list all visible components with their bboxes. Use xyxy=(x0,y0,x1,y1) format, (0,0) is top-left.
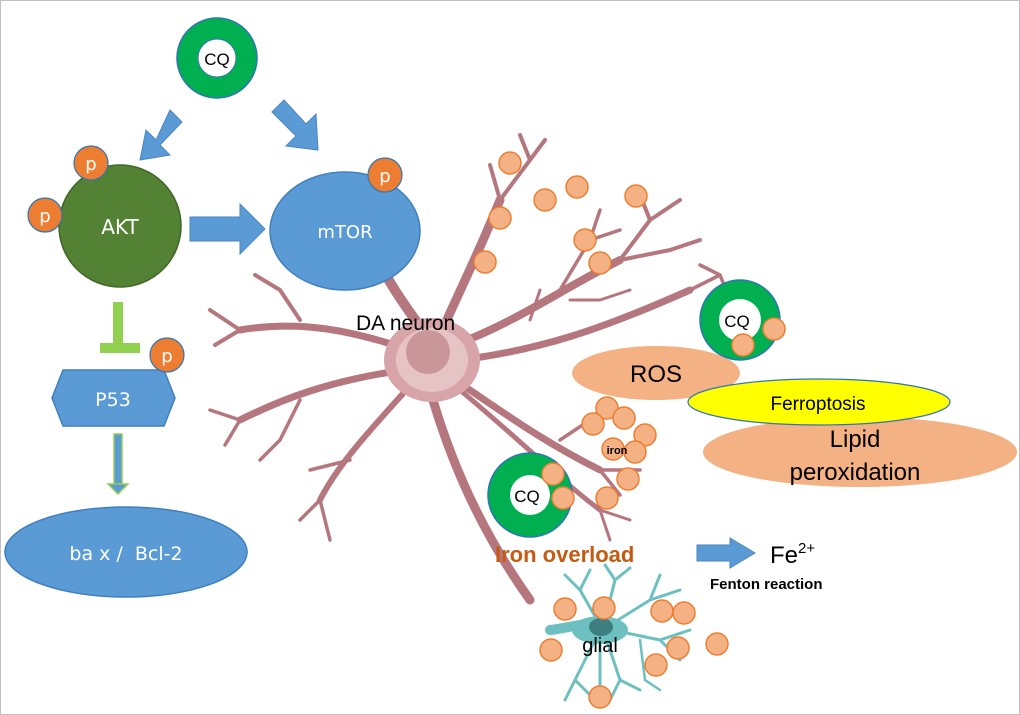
iron-particle xyxy=(533,188,557,212)
akt-node: AKT xyxy=(58,164,182,288)
neuron-dendrite xyxy=(236,366,409,424)
neuron-dendrite xyxy=(451,376,604,474)
ferroptosis-label: Ferroptosis xyxy=(770,394,865,415)
glial-label: glial xyxy=(582,635,618,657)
phospho-akt-left: p xyxy=(27,197,63,233)
akt-label: AKT xyxy=(101,215,139,239)
iron-particle xyxy=(731,333,755,357)
neuron-branch xyxy=(208,273,302,347)
ros-label: ROS xyxy=(630,361,682,388)
glial-cell xyxy=(545,563,692,702)
cq-label: CQ xyxy=(204,50,230,69)
iron-particle xyxy=(541,462,565,486)
neuron-branch xyxy=(598,508,632,542)
phospho-label: p xyxy=(379,166,390,187)
neuron-branch xyxy=(558,398,642,497)
neuron-dendrite xyxy=(456,286,694,364)
iron-cluster xyxy=(581,396,657,510)
inhibition-akt-p53 xyxy=(100,302,140,353)
neuron-branch xyxy=(488,133,547,202)
iron-particle xyxy=(473,250,497,274)
mtor-node: mTOR xyxy=(269,171,421,291)
iron-overload-label: Iron overload xyxy=(495,542,634,567)
neuron-branch xyxy=(528,288,632,322)
iron-particle xyxy=(565,175,589,199)
iron-particle xyxy=(551,486,575,510)
iron-label: iron xyxy=(607,445,628,457)
arrow-iron-to-fe2 xyxy=(696,537,756,569)
phospho-label: p xyxy=(85,154,96,175)
iron-particle xyxy=(762,317,786,341)
p53-label: P53 xyxy=(95,389,131,411)
phospho-p53: p xyxy=(149,337,185,373)
cq-label: CQ xyxy=(724,312,750,331)
lipid-label-line1: Lipid xyxy=(830,426,881,453)
bax-bcl2-node: ba x / Bcl-2 xyxy=(4,506,248,598)
neuron-axon xyxy=(425,385,535,605)
neuron-branch xyxy=(208,398,302,462)
iron-particle xyxy=(488,206,512,230)
lipid-peroxidation-node: Lipid peroxidation xyxy=(703,417,1017,487)
cq-drug-top: CQ xyxy=(176,17,258,99)
ros-node: ROS xyxy=(572,346,740,400)
phospho-label: p xyxy=(161,346,172,367)
mtor-label: mTOR xyxy=(317,222,372,243)
iron-particles-neuron xyxy=(473,151,648,275)
bax-bcl2-label: ba x / Bcl-2 xyxy=(69,543,182,565)
iron-particles-glial xyxy=(539,596,729,709)
iron-particle xyxy=(498,151,522,175)
fe2-label: Fe2+ xyxy=(770,540,815,569)
phospho-mtor: p xyxy=(367,157,403,193)
iron-particle xyxy=(573,228,597,252)
arrow-akt-to-mtor xyxy=(189,202,266,256)
neuron-nucleus xyxy=(406,330,450,374)
cq-label: CQ xyxy=(514,487,540,506)
arrow-cq-to-akt xyxy=(139,109,183,161)
lipid-label-line2: peroxidation xyxy=(790,459,921,486)
fe-charge: 2+ xyxy=(798,540,815,557)
fe-symbol: Fe xyxy=(770,542,798,569)
da-neuron-label: DA neuron xyxy=(356,312,455,335)
fenton-reaction-label: Fenton reaction xyxy=(710,576,823,593)
arrow-p53-to-bax xyxy=(106,433,130,496)
ferroptosis-node: Ferroptosis xyxy=(687,378,951,426)
neuron-branch xyxy=(618,193,702,262)
iron-particle xyxy=(624,184,648,208)
p53-node: P53 xyxy=(51,369,176,427)
phospho-label: p xyxy=(39,206,50,227)
phospho-akt-top: p xyxy=(73,145,109,181)
cq-drug-bottom: CQ xyxy=(487,452,575,538)
neuron-branch xyxy=(298,458,352,542)
arrow-cq-to-mtor xyxy=(271,99,319,151)
iron-particle xyxy=(588,251,612,275)
neuron-dendrite xyxy=(317,377,418,503)
cq-drug-right: CQ xyxy=(699,279,786,361)
glial-nucleus xyxy=(589,618,613,636)
